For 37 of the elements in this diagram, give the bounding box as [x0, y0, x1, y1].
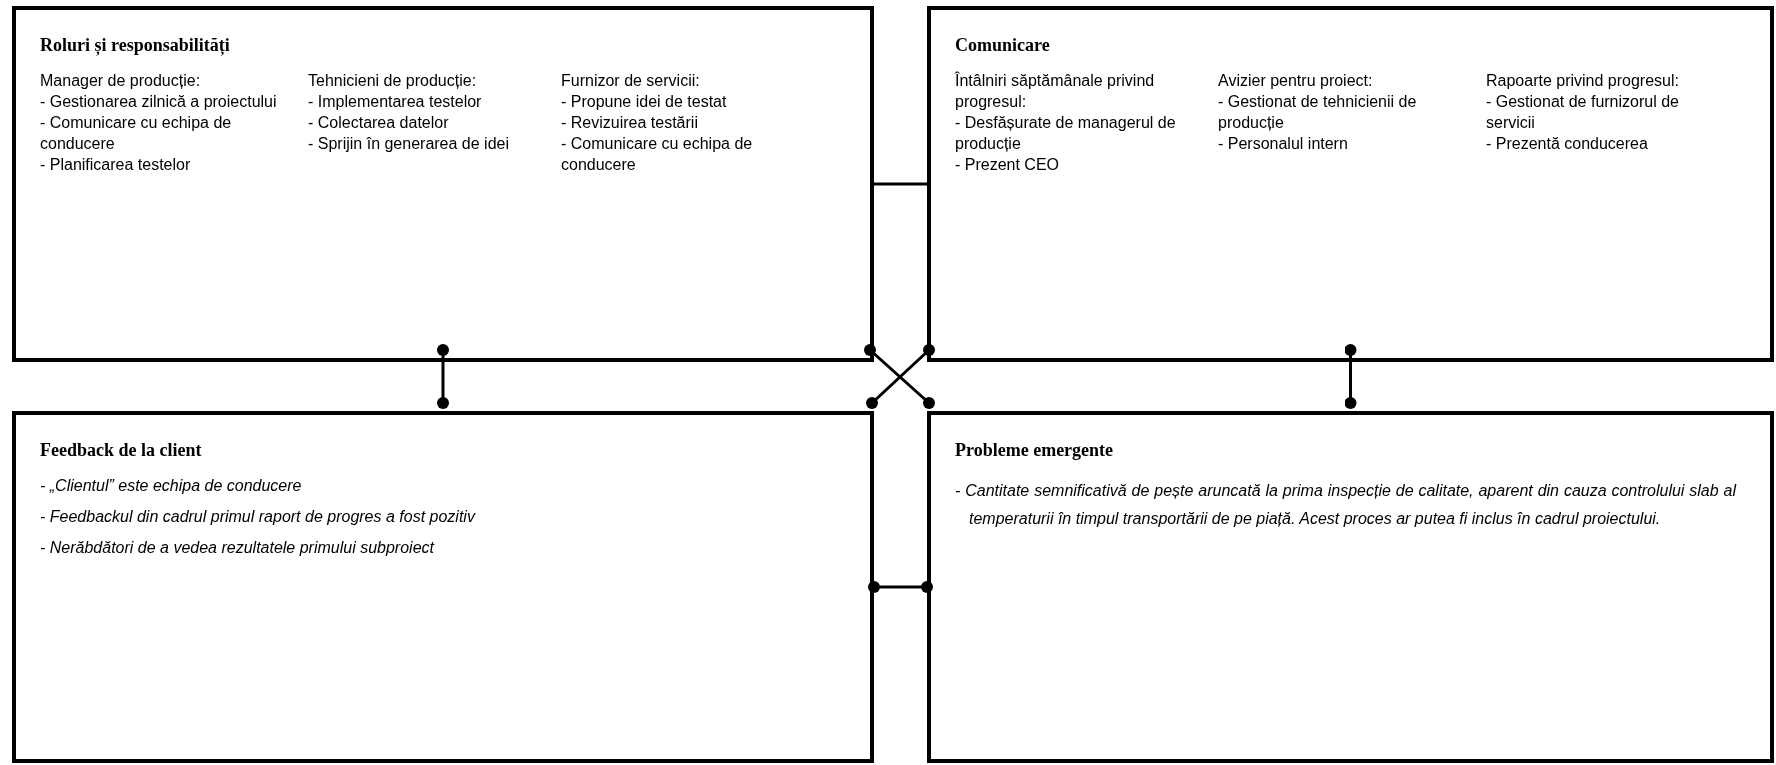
- bullet-item: - Propune idei de testat: [561, 92, 728, 112]
- column-heading: Rapoarte privind progresul:: [1486, 71, 1680, 91]
- section-box: [12, 6, 874, 362]
- bullet-item: - Personalul intern: [1218, 134, 1349, 154]
- bullet-item: - Feedbackul din cadrul primul raport de progres a fost pozitiv: [40, 507, 477, 527]
- section-heading: Probleme emergente: [955, 439, 1115, 462]
- bullet-item: - „Clientul” este echipa de conducere: [40, 476, 303, 496]
- bullet-item: - Revizuirea testării: [561, 113, 699, 133]
- connector-line: [437, 344, 449, 409]
- connector-line: [868, 581, 933, 593]
- paragraph-text: - Cantitate semnificativă de pește aruncată la prima inspecție de calitate, aparent din cauza controlului slab al temperaturii în timpul transportării de pe piață. Acest proces ar putea fi inclus în cadrul proiectului.: [955, 481, 1736, 529]
- bullet-item: - Nerăbdători de a vedea rezultatele primului subproiect: [40, 538, 436, 558]
- bullet-item: - Comunicare cu echipa de conducere: [561, 134, 754, 175]
- bullet-item: - Colectarea datelor: [308, 113, 450, 133]
- column-heading: Avizier pentru proiect:: [1218, 71, 1374, 91]
- column-heading: Manager de producție:: [40, 71, 202, 91]
- column-heading: Întâlniri săptămânale privind progresul:: [955, 70, 1156, 112]
- section-box: [12, 411, 874, 763]
- bullet-item: - Gestionat de furnizorul de servicii: [1486, 92, 1680, 133]
- section-heading: Feedback de la client: [40, 439, 203, 462]
- bullet-item: - Prezent CEO: [955, 155, 1061, 175]
- column-heading: Tehnicieni de producție:: [308, 71, 478, 91]
- bullet-item: - Gestionarea zilnică a proiectului: [40, 92, 278, 112]
- section-box: [927, 411, 1774, 763]
- connector-line: [874, 182, 927, 186]
- section-box: [927, 6, 1774, 362]
- bullet-item: - Implementarea testelor: [308, 92, 483, 112]
- bullet-item: - Comunicare cu echipa de conducere: [40, 113, 233, 154]
- bullet-item: - Sprijin în generarea de idei: [308, 134, 510, 154]
- bullet-item: - Prezentă conducerea: [1486, 134, 1649, 154]
- bullet-item: - Planificarea testelor: [40, 155, 192, 175]
- section-heading: Comunicare: [955, 34, 1051, 57]
- bullet-item: - Gestionat de tehnicienii de producție: [1218, 92, 1418, 133]
- column-heading: Furnizor de servicii:: [561, 71, 701, 91]
- connector-line: [1344, 344, 1357, 409]
- section-heading: Roluri și responsabilități: [40, 34, 231, 58]
- bullet-item: - Desfășurate de managerul de producție: [955, 113, 1177, 154]
